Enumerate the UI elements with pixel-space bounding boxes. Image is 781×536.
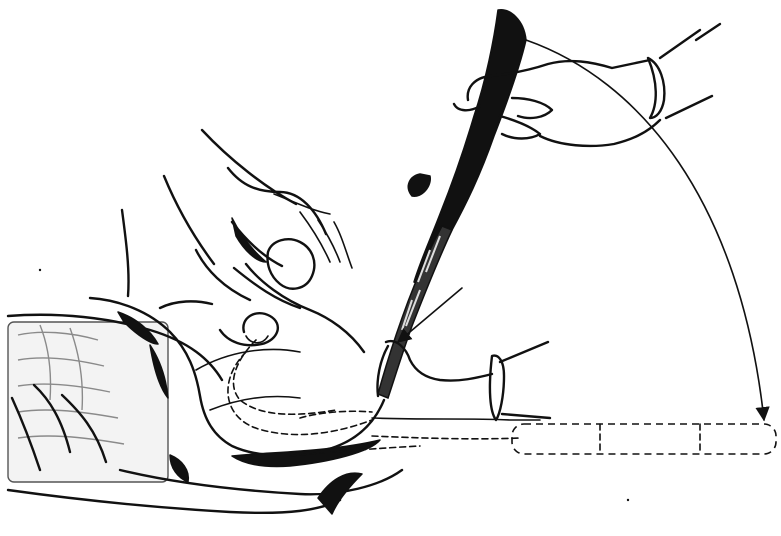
speck — [627, 499, 629, 501]
spine-region — [8, 322, 168, 482]
curved-arrow-icon — [526, 40, 764, 420]
upper-contours — [122, 130, 364, 352]
speck — [39, 269, 41, 271]
dashed-cylinder — [290, 411, 776, 456]
